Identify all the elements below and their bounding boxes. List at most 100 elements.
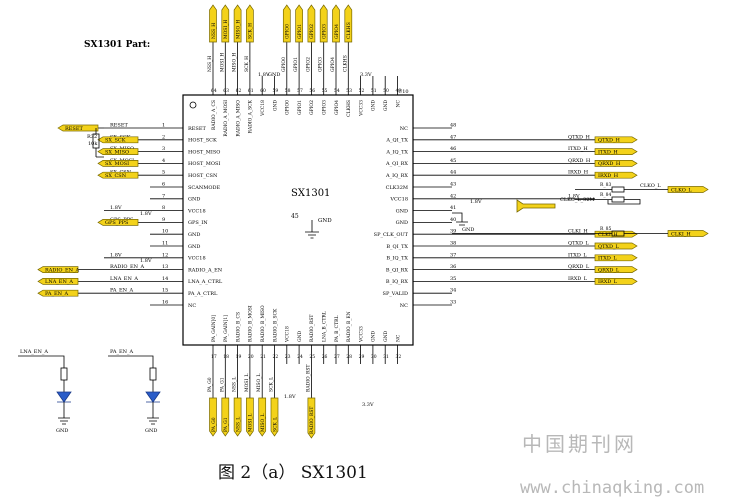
net-port <box>594 171 638 179</box>
net-port-label: QTXD_L <box>598 244 620 250</box>
right-pin-name: SP_VALID <box>383 291 408 297</box>
top-pin-name: RADIO_A_MOSI <box>223 100 229 137</box>
net-port-label: GPIO3 <box>322 24 328 39</box>
left-pin-number: 11 <box>162 241 168 247</box>
net-port <box>97 148 139 155</box>
left-net-label: PA_EN_A <box>110 288 134 294</box>
left-pin-number: 1 <box>162 123 165 129</box>
net-port-label: RADIO_EN_A <box>45 267 79 273</box>
right-pin-number: 37 <box>450 252 456 258</box>
clk-r1-label: R_83 <box>600 182 612 188</box>
left-net-label: LNA_EN_A <box>110 276 138 282</box>
right-pin-number: 48 <box>450 123 456 129</box>
net-port <box>233 397 242 437</box>
bottom-pin-name: PA_GAIN[0] <box>211 315 217 342</box>
right-net-label: CLKI_H <box>568 229 588 235</box>
net-port <box>594 160 638 167</box>
top-net-label: SCK_H <box>244 56 250 72</box>
net-port-label: RESET <box>65 126 83 132</box>
left-pin-name: HOST_SCK <box>188 138 217 144</box>
net-port <box>594 266 638 273</box>
chip-name: SX1301 <box>291 188 330 199</box>
clk-32m-port <box>516 199 556 213</box>
clk-r3-label: R_85 <box>600 226 612 232</box>
top-pin-number: 54 <box>334 88 340 94</box>
right-pin-name: VCC18 <box>389 197 408 203</box>
bottom-pin-number: 19 <box>236 354 242 360</box>
right-pin-number: 41 <box>450 205 456 211</box>
left-pin-name: HOST_MOSI <box>188 161 220 167</box>
net-port <box>37 289 79 297</box>
left-pin-name: GND <box>188 197 200 203</box>
net-port-label: PA_G0 <box>211 417 217 432</box>
net-port <box>97 160 139 167</box>
net-port-label: CLKHS <box>346 22 352 39</box>
led2-gnd: GND <box>145 428 157 434</box>
bottom-vcc18-label: 1.8V <box>284 394 296 400</box>
bottom-pin-name: RADIO_B_MOSI <box>248 305 254 342</box>
bottom-pin-name: GND <box>383 330 389 342</box>
reset-resistor-value: 10k <box>88 141 98 147</box>
top-pin-number: 55 <box>322 88 328 94</box>
net-port-label: QRXD_H <box>598 161 621 167</box>
net-port-label: NSS_H <box>211 23 217 39</box>
net-port-label: IRXD_L <box>598 279 618 285</box>
left-pin-name: SCANMODE <box>188 185 220 191</box>
net-port-label: GPIO1 <box>297 24 303 39</box>
right-pin-number: 34 <box>450 288 456 294</box>
bottom-pin-number: 25 <box>309 354 315 360</box>
net-port <box>667 186 709 193</box>
right-vcc18-label: 1.8V <box>470 199 482 205</box>
net-port <box>209 397 217 437</box>
port-group: RESETSX_SCKSX_MISOSX_MOSISX_CSNGPS_PPSRA… <box>37 4 709 439</box>
right-pin-name: B_QI_TX <box>386 244 408 250</box>
net-port <box>233 4 242 43</box>
bottom-pin-number: 24 <box>297 354 303 360</box>
net-port <box>221 4 230 43</box>
bottom-pin-number: 27 <box>334 354 340 360</box>
left-pin-name: RESET <box>188 126 206 132</box>
clk-resistor-2 <box>611 196 625 203</box>
net-port <box>332 4 340 43</box>
bottom-pin-name: RADIO_B_MISO <box>260 305 266 342</box>
net-port <box>307 397 316 439</box>
left-pin-number: 10 <box>162 229 168 235</box>
net-port <box>344 4 353 43</box>
right-net-label: ITXD_H <box>568 146 588 152</box>
left-net-label: 1.8V <box>110 252 122 258</box>
right-pin-name: A_QI_TX <box>385 138 408 144</box>
top-pin-number: 58 <box>285 88 291 94</box>
led-circuit-lna <box>18 355 72 425</box>
right-pin-number: 44 <box>450 170 456 176</box>
right-net-label: QTXD_L <box>568 241 590 247</box>
net-port-label: CLKO_L <box>671 187 692 193</box>
top-pin-name: VCC18 <box>260 100 266 117</box>
net-port-label: QTXD_H <box>598 138 621 144</box>
left-pin-number: 15 <box>162 288 168 294</box>
top-vcc18-label: 1.8V <box>258 72 270 78</box>
part-title: SX1301 Part: <box>84 40 150 50</box>
net-port-label: MOSI_H <box>223 20 229 39</box>
right-pin-number: 38 <box>450 241 456 247</box>
net-port <box>258 397 267 437</box>
top-net-label: GPIO1 <box>293 57 299 72</box>
bottom-pin-number: 20 <box>248 354 254 360</box>
left-pin-number: 3 <box>162 146 165 152</box>
bottom-pin-number: 21 <box>260 354 266 360</box>
right-pin-number: 39 <box>450 229 456 235</box>
top-pin-number: 62 <box>236 88 242 94</box>
top-pin-number: 50 <box>383 88 389 94</box>
net-port-label: PA_G1 <box>223 417 229 432</box>
bottom-pin-name: VCC33 <box>358 326 364 343</box>
left-pin-name: HOST_MISO <box>188 149 220 155</box>
top-pin-number: 52 <box>359 88 365 94</box>
bottom-pin-name: NC <box>395 334 401 342</box>
top-pin-name: GND <box>272 100 278 112</box>
net-port-label: CLKI_H <box>598 232 618 238</box>
watermark-cn: 中国期刊网 <box>522 432 637 456</box>
watermark-url: www.chinaqking.com <box>520 478 705 498</box>
left-pin-name: RADIO_A_EN <box>188 267 223 273</box>
top-net-label: MISO_H <box>232 53 238 72</box>
right-pin-name: NC <box>400 303 408 309</box>
top-net-label: GPIO2 <box>305 57 311 72</box>
